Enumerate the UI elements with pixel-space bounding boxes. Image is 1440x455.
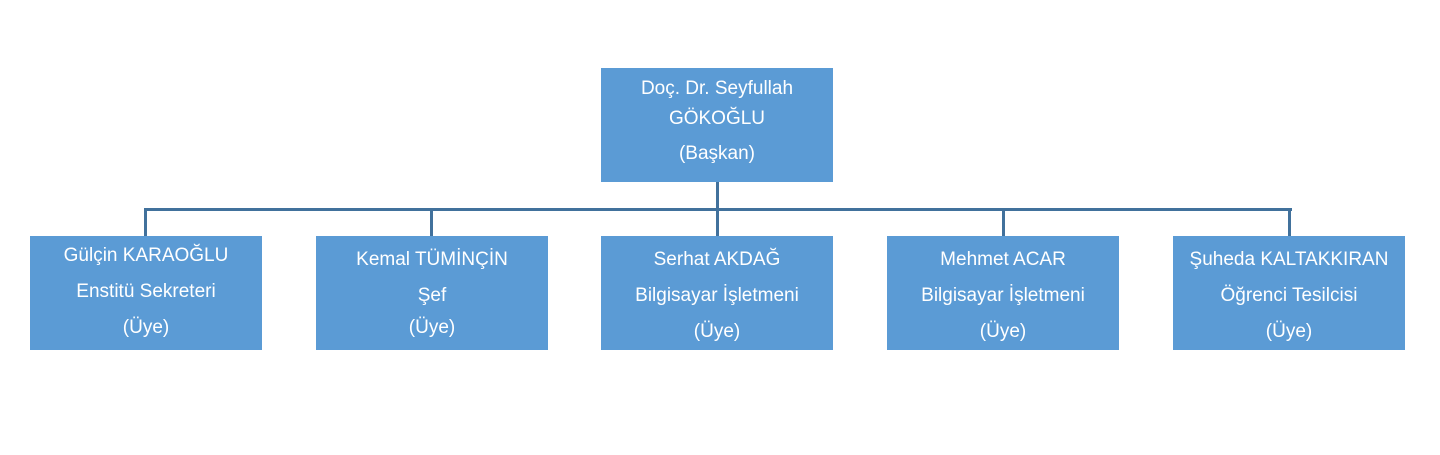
member-name: Gülçin KARAOĞLU: [63, 245, 229, 266]
member-name: Serhat AKDAĞ: [653, 249, 781, 270]
member-title: Enstitü Sekreteri: [76, 281, 216, 302]
head-role: (Başkan): [678, 143, 756, 164]
org-node-head: Doç. Dr. Seyfullah GÖKOĞLU (Başkan): [601, 68, 833, 182]
connector-drop-3: [716, 208, 719, 236]
member-title: Bilgisayar İşletmeni: [921, 285, 1085, 306]
member-title: Bilgisayar İşletmeni: [635, 285, 799, 306]
head-name-line1: Doç. Dr. Seyfullah: [640, 78, 794, 99]
member-role: (Üye): [1265, 321, 1313, 342]
head-name-line2: GÖKOĞLU: [668, 108, 766, 129]
member-role: (Üye): [122, 317, 170, 338]
org-node-member: Serhat AKDAĞ Bilgisayar İşletmeni (Üye): [601, 236, 833, 350]
member-title: Öğrenci Tesilcisi: [1220, 285, 1358, 306]
member-title: Şef: [417, 285, 447, 306]
connector-drop-2: [430, 208, 433, 236]
member-name: Mehmet ACAR: [940, 249, 1066, 270]
connector-drop-4: [1002, 208, 1005, 236]
connector-head-down: [716, 182, 719, 210]
org-node-member: Mehmet ACAR Bilgisayar İşletmeni (Üye): [887, 236, 1119, 350]
member-role: (Üye): [693, 321, 741, 342]
member-name: Kemal TÜMİNÇİN: [356, 249, 508, 270]
member-role: (Üye): [408, 317, 456, 338]
org-node-member: Şuheda KALTAKKIRAN Öğrenci Tesilcisi (Üy…: [1173, 236, 1405, 350]
connector-drop-1: [144, 208, 147, 236]
member-role: (Üye): [979, 321, 1027, 342]
org-node-member: Kemal TÜMİNÇİN Şef (Üye): [316, 236, 548, 350]
org-node-member: Gülçin KARAOĞLU Enstitü Sekreteri (Üye): [30, 236, 262, 350]
member-name: Şuheda KALTAKKIRAN: [1189, 249, 1389, 270]
connector-drop-5: [1288, 208, 1291, 236]
